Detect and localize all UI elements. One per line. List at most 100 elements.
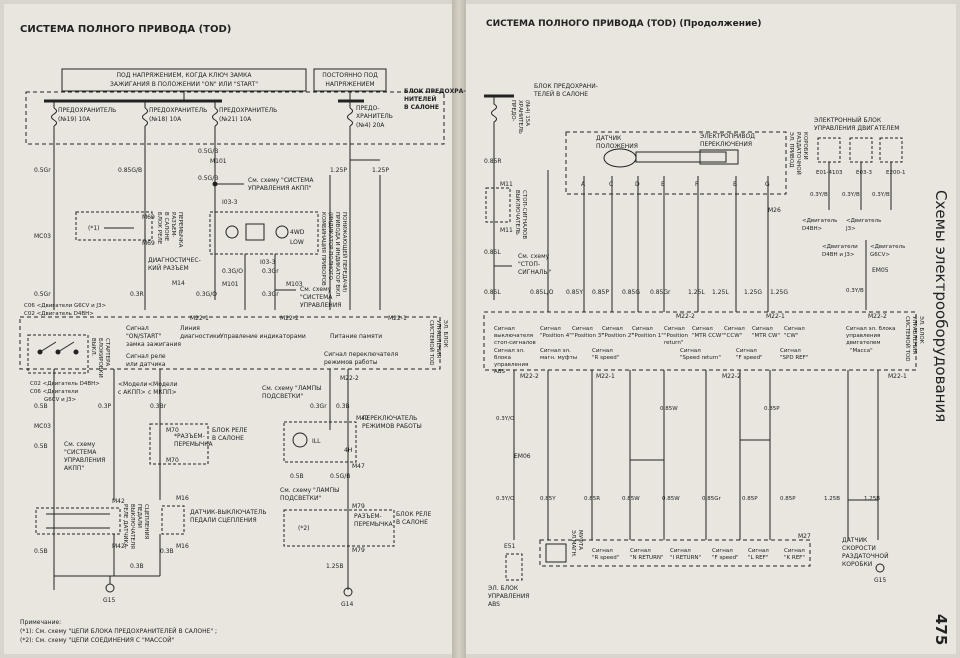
4h-label: 4H bbox=[344, 447, 352, 454]
fuse-4: ПРЕДО- ХРАНИТЕЛЬ (№4) 20A bbox=[347, 101, 393, 310]
actuator-label: ПЕРЕКЛЮЧЕНИЯ bbox=[700, 141, 752, 148]
speed-sensor-label: КОРОБКИ bbox=[842, 561, 872, 568]
connector-label: M70 bbox=[166, 457, 179, 464]
see-stop-note: "СТОП- bbox=[518, 261, 540, 268]
mode-switch-box bbox=[283, 421, 357, 463]
wire-label: 0.85W bbox=[660, 406, 678, 412]
signal-label: Управление индикаторами bbox=[220, 333, 306, 340]
wire-label: 0.85W bbox=[622, 496, 640, 502]
fuse-18-rating: (№18) 10A bbox=[149, 116, 182, 123]
wire-label: 0.85G/B bbox=[118, 167, 142, 174]
fuse-4-name: ПРЕДО- bbox=[356, 105, 380, 112]
connector-label: M14 bbox=[172, 280, 185, 287]
wire-label: 0.3B bbox=[130, 563, 144, 570]
see-akpp-note: УПРАВЛЕНИЯ bbox=[64, 457, 105, 464]
wire-label: 0.5Gr bbox=[34, 291, 51, 298]
wire-label: 0.85Gr bbox=[650, 289, 671, 296]
fuse-label: ПРЕДО- bbox=[510, 100, 516, 122]
connector-label: E51 bbox=[504, 543, 516, 550]
cluster-label: ПРИВОДА И ИНДИКАТОР ВКЛ. bbox=[334, 212, 340, 298]
ecu-signal-label: return" bbox=[664, 340, 683, 346]
pin-letter: B bbox=[733, 181, 737, 188]
left-page-title: СИСТЕМА ПОЛНОГО ПРИВОДА (TOD) bbox=[20, 24, 231, 35]
wire-label: 0.5G/B bbox=[198, 175, 218, 182]
relay-block-m70 bbox=[149, 423, 209, 465]
wire-label: 0.5G/B bbox=[198, 148, 218, 155]
ecu-signal-label: Сигнал bbox=[572, 326, 593, 332]
ill-lamp-icon bbox=[292, 432, 308, 448]
ecu-signal-label: "Position 2" bbox=[602, 333, 634, 339]
jumper-label: РАЗЪЕМ- bbox=[354, 513, 382, 520]
actuator-label: ЭЛЕКТРОПРИВОД bbox=[700, 133, 755, 140]
ecu-signal-label: Сигнал bbox=[494, 326, 515, 332]
clutch-relay-label: РЕЛЕ ДАТЧИКА- bbox=[122, 504, 128, 549]
wire-label: 0.5G/B bbox=[330, 473, 350, 480]
transfer-label: КОРОБКИ bbox=[802, 132, 808, 160]
4wd-label: 4WD bbox=[290, 229, 305, 236]
pin-letter: F bbox=[695, 181, 699, 188]
connector-label: M11 bbox=[500, 181, 513, 188]
speed-sensor-label: СКОРОСТИ bbox=[842, 545, 876, 552]
starter-label: ВЫКЛ. bbox=[90, 338, 96, 357]
chapter-side-title: Схемы электрооборудования bbox=[932, 190, 950, 422]
speed-signal-label: Сигнал bbox=[748, 548, 769, 554]
speed-signal-label: "I RETURN" bbox=[670, 555, 701, 561]
ecu-signal-label: Сигнал эл. bbox=[540, 348, 571, 354]
connector-label: M101 bbox=[210, 158, 227, 165]
connector-label: M47 bbox=[356, 415, 369, 422]
see-stop-note: СИГНАЛЫ" bbox=[518, 269, 552, 276]
fuse-4-name-2: ХРАНИТЕЛЬ bbox=[356, 113, 393, 120]
wire-label: 0.3Gr bbox=[262, 268, 279, 275]
see-akpp-1: См. схему "СИСТЕМА bbox=[248, 177, 314, 184]
connector-label: M22-2 bbox=[280, 315, 299, 322]
engine-note: D4BH> bbox=[802, 226, 823, 232]
connector-note: C06 <Двигатели G6CV и J3> bbox=[24, 303, 107, 309]
ecu-signal-label: Сигнал эл. блока bbox=[846, 326, 896, 332]
starter-label: БЛОКИРОВКИ bbox=[97, 338, 103, 378]
see-akpp-note: УПРАВЛЕНИЯ bbox=[300, 302, 341, 309]
jumper-label: *РАЗЪЕМ- bbox=[174, 433, 205, 440]
see-stop-note: См. схему bbox=[518, 253, 550, 260]
connector-label: M22-2 bbox=[520, 373, 539, 380]
starter-label: СТАРТЕРА bbox=[104, 338, 110, 366]
page-number: 475 bbox=[932, 614, 950, 645]
wire-label: 1.25B bbox=[326, 563, 343, 570]
relay-label: РАЗЪЕМ- bbox=[170, 212, 176, 237]
connector-label: M22-2 bbox=[340, 375, 359, 382]
connector-label: M22-1 bbox=[888, 373, 907, 380]
fuse-21-name: ПРЕДОХРАНИТЕЛЬ bbox=[219, 107, 277, 114]
ecu-signal-label: "F speed" bbox=[736, 355, 763, 361]
speed-sensor-label: ДАТЧИК bbox=[842, 537, 868, 544]
wire-label: 0.85R bbox=[484, 158, 502, 165]
wire-label: 1.25G bbox=[770, 289, 788, 296]
connector-label: M70 bbox=[166, 427, 179, 434]
hot-always-line-1: ПОСТОЯННО ПОД bbox=[322, 72, 378, 79]
connector-note: C02 <Двигатель D4BH> bbox=[30, 381, 100, 387]
see-lamps-note: ПОДСВЕТКИ" bbox=[280, 495, 321, 502]
wire-label: 1.25L bbox=[712, 289, 729, 296]
pin-letter: E bbox=[661, 181, 665, 188]
ecu-signal-label: Сигнал bbox=[680, 348, 701, 354]
signal-label: "ON/START" bbox=[126, 333, 162, 340]
wire-label: 0.3Y/B bbox=[846, 288, 864, 294]
clutch-label: ДАТЧИК-ВЫКЛЮЧАТЕЛЬ bbox=[190, 509, 266, 516]
stop-switch-label: ВЫКЛЮЧАТЕЛЬ bbox=[514, 190, 520, 235]
wire-label: 0.85W bbox=[662, 496, 680, 502]
wire-label: 0.85L bbox=[484, 249, 501, 256]
fuse-box-label-2: НИТЕЛЕЙ bbox=[404, 95, 436, 103]
engine-note: <Двигатель bbox=[870, 244, 905, 250]
relay-label: В САЛОНЕ bbox=[212, 435, 244, 442]
connector-label: M16 bbox=[176, 543, 189, 550]
speed-signal-label: Сигнал bbox=[670, 548, 691, 554]
ground-g15-left bbox=[105, 576, 115, 593]
connector-label: I03-3 bbox=[260, 259, 276, 266]
mufta-label: ЭЛ.МАГН. bbox=[570, 530, 576, 558]
ecu-signal-label: "R speed" bbox=[592, 355, 619, 361]
wire-label: 0.5B bbox=[290, 473, 304, 480]
hot-always-line-2: НАПРЯЖЕНИЕМ bbox=[325, 81, 374, 88]
connector-label: M22-2 bbox=[676, 313, 695, 320]
relay-label: БЛОК РЕЛЕ bbox=[156, 212, 162, 245]
